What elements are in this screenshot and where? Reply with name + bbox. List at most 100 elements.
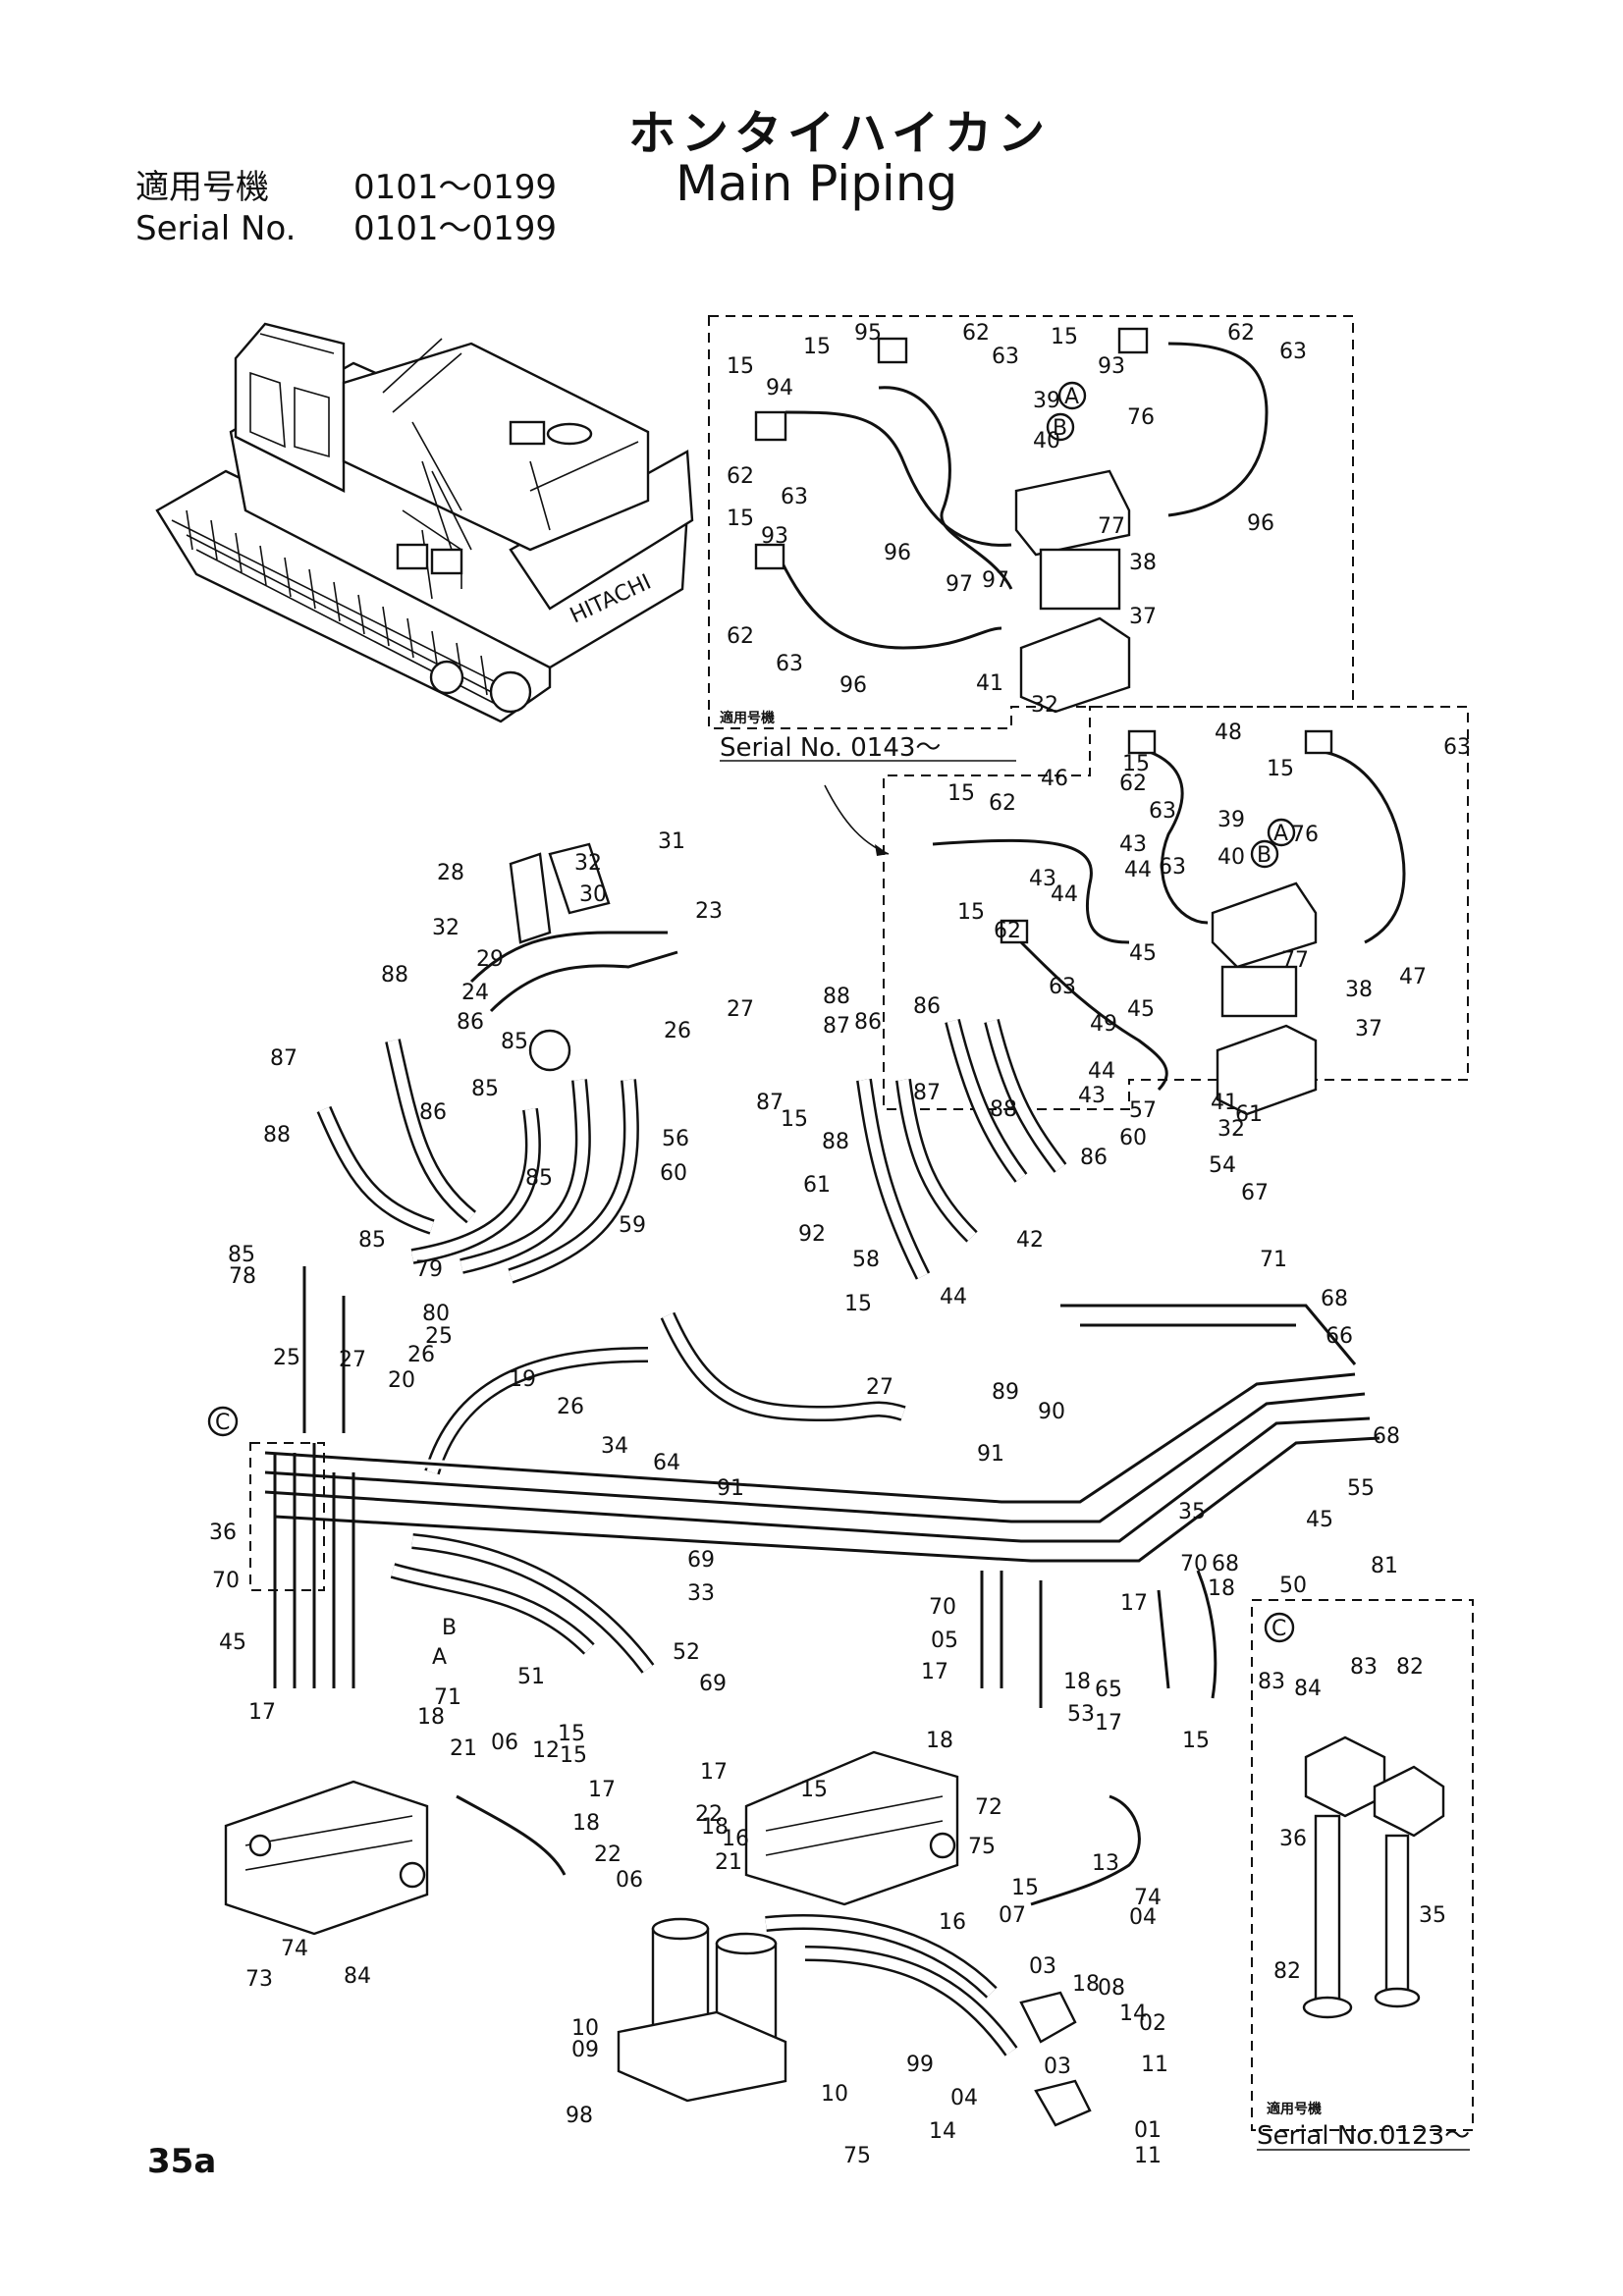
- part-number-label: 17: [921, 1660, 948, 1684]
- part-number-label: 98: [566, 2104, 593, 2128]
- part-number-label: 28: [437, 861, 464, 885]
- part-number-label: 15: [727, 507, 754, 531]
- upper-inset-serial-jp: 適用号機: [720, 710, 775, 726]
- part-number-label: 15: [1011, 1876, 1039, 1900]
- part-number-label: 03: [1029, 1954, 1056, 1979]
- part-number-label: 26: [664, 1019, 691, 1043]
- part-number-label: 96: [1247, 511, 1274, 536]
- inset-pointer-arrowhead: [875, 844, 889, 856]
- part-number-label: 44: [1088, 1059, 1115, 1084]
- part-number-label: 62: [962, 321, 990, 346]
- marker-b-right: B: [1257, 843, 1271, 868]
- part-number-label: 25: [425, 1324, 453, 1349]
- right-inset: A B: [883, 706, 1469, 1116]
- part-number-label: 35: [1419, 1903, 1446, 1928]
- part-number-label: 97: [946, 572, 973, 597]
- part-number-label: 84: [1294, 1677, 1322, 1701]
- part-number-label: 23: [695, 899, 723, 924]
- part-number-label: 75: [843, 2144, 871, 2168]
- part-number-label: 86: [457, 1010, 484, 1035]
- part-number-label: 63: [992, 345, 1019, 369]
- part-number-label: 60: [1119, 1126, 1147, 1150]
- part-number-label: 61: [1235, 1102, 1263, 1127]
- applicability-jp-range: 0101～0199: [353, 168, 558, 207]
- part-number-label: 08: [1098, 1976, 1125, 2001]
- part-number-label: 38: [1345, 978, 1373, 1002]
- marker-a-right: A: [1273, 822, 1288, 846]
- applicability-en-range: 0101～0199: [353, 209, 558, 248]
- part-number-label: 51: [517, 1665, 545, 1689]
- part-number-label: 26: [557, 1395, 584, 1419]
- part-number-label: 17: [700, 1760, 728, 1785]
- part-number-label: 32: [574, 851, 602, 876]
- part-number-label: 18: [926, 1729, 953, 1753]
- part-number-label: 20: [388, 1368, 415, 1393]
- part-number-label: 69: [687, 1548, 715, 1573]
- part-number-label: 38: [1129, 551, 1157, 575]
- part-number-label: 12: [532, 1738, 560, 1763]
- part-number-label: 43: [1029, 867, 1056, 891]
- part-number-label: 14: [929, 2119, 956, 2144]
- part-number-label: 44: [940, 1285, 967, 1309]
- part-number-label: 47: [1399, 965, 1427, 989]
- part-number-label: 18: [701, 1815, 729, 1840]
- part-number-label: 89: [992, 1380, 1019, 1405]
- lower-inset: C 適用号機 Serial No.0123～: [1251, 1599, 1474, 2151]
- part-number-label: 25: [273, 1346, 300, 1370]
- part-number-label: 22: [695, 1802, 723, 1827]
- part-number-label: 41: [1211, 1091, 1238, 1115]
- part-number-label: 70: [1180, 1552, 1208, 1576]
- part-number-label: 71: [1260, 1248, 1287, 1272]
- part-number-label: 45: [1129, 941, 1157, 966]
- part-number-label: 90: [1038, 1400, 1065, 1424]
- part-number-label: 66: [1325, 1324, 1353, 1349]
- part-number-label: 83: [1258, 1670, 1285, 1694]
- marker-b-upper: B: [1053, 416, 1067, 441]
- part-number-label: 43: [1119, 832, 1147, 857]
- part-number-label: 46: [1041, 767, 1068, 791]
- upper-inset: 適用号機 Serial No. 0143～ A B: [708, 315, 1354, 763]
- part-number-label: 15: [558, 1722, 585, 1746]
- part-number-label: 15: [957, 900, 985, 925]
- part-number-label: 11: [1141, 2053, 1168, 2077]
- part-number-label: 74: [281, 1937, 308, 1961]
- part-number-label: 39: [1033, 389, 1060, 413]
- part-number-label: 57: [1129, 1098, 1157, 1123]
- part-number-label: 62: [994, 919, 1021, 943]
- part-number-label: 70: [212, 1569, 240, 1593]
- inset-pointer-arrow: [824, 784, 890, 855]
- part-number-label: 15: [1267, 757, 1294, 781]
- part-number-label: 77: [1281, 948, 1309, 973]
- part-number-label: 75: [968, 1835, 996, 1859]
- part-number-label: 18: [417, 1705, 445, 1730]
- part-number-label: 54: [1209, 1153, 1236, 1178]
- part-number-label: 45: [219, 1630, 246, 1655]
- part-number-label: 64: [653, 1451, 680, 1475]
- part-number-label: 14: [1119, 2002, 1147, 2026]
- part-number-label: 34: [601, 1434, 628, 1459]
- part-number-label: 04: [1129, 1905, 1157, 1930]
- part-number-label: 88: [823, 985, 850, 1009]
- part-number-label: 27: [727, 997, 754, 1022]
- part-number-label: 94: [766, 376, 793, 400]
- part-number-label: 17: [1120, 1591, 1148, 1616]
- part-number-label: B: [442, 1616, 457, 1640]
- page-number: 35a: [147, 2142, 217, 2181]
- part-number-label: 65: [1095, 1678, 1122, 1702]
- part-number-label: 63: [1443, 735, 1471, 760]
- part-number-label: 32: [1031, 693, 1058, 718]
- part-number-label: 96: [884, 541, 911, 565]
- part-number-label: 27: [339, 1348, 366, 1372]
- part-number-label: 37: [1355, 1017, 1382, 1041]
- part-number-label: 29: [476, 947, 504, 972]
- part-number-label: 72: [975, 1795, 1002, 1820]
- part-number-label: 79: [415, 1257, 443, 1282]
- part-number-label: 52: [673, 1640, 700, 1665]
- part-number-label: 15: [947, 781, 975, 806]
- part-number-label: 41: [976, 671, 1003, 696]
- part-number-label: 67: [1241, 1181, 1269, 1205]
- part-number-label: 37: [1129, 605, 1157, 629]
- part-number-label: 58: [852, 1248, 880, 1272]
- part-number-label: 85: [228, 1243, 255, 1267]
